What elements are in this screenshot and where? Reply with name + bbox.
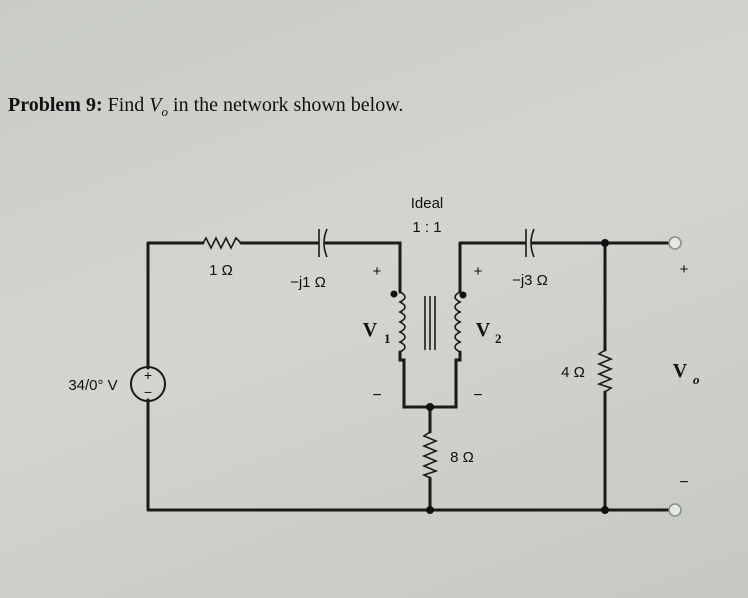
- capacitor-j1: [318, 228, 328, 258]
- wires: [146, 241, 670, 512]
- v2-sub: 2: [495, 331, 502, 346]
- v1-label: V: [363, 319, 378, 341]
- c2-label: −j3 Ω: [512, 272, 548, 289]
- ideal-transformer: [390, 290, 467, 353]
- problem-statement: Problem 9: Find Vo in the network shown …: [8, 94, 403, 120]
- resistor-8ohm: [421, 431, 439, 479]
- problem-var: V: [149, 94, 162, 116]
- source-minus: −: [144, 384, 152, 400]
- dot-primary: [390, 290, 398, 298]
- problem-number: Problem 9:: [8, 94, 103, 116]
- terminal-bottom: [668, 503, 682, 517]
- r8-label: 8 Ω: [450, 449, 474, 466]
- v2-plus: +: [474, 263, 483, 280]
- source-label: 34/0° V: [68, 377, 117, 394]
- vo-minus: −: [679, 474, 688, 491]
- junction-bottom-right: [601, 506, 609, 514]
- problem-text-after: in the network shown below.: [168, 94, 404, 116]
- capacitor-j3: [525, 228, 535, 258]
- v1-sub: 1: [384, 331, 391, 346]
- r4-label: 4 Ω: [561, 364, 585, 381]
- junction-bottom-center: [426, 506, 434, 514]
- transformer-label: Ideal: [411, 195, 444, 212]
- problem-var-sub: o: [161, 104, 169, 119]
- v2-minus: −: [473, 387, 482, 404]
- vo-sub: o: [693, 372, 700, 387]
- junction-top-right: [601, 239, 609, 247]
- source-plus: +: [144, 367, 152, 383]
- dot-secondary: [459, 291, 467, 299]
- v2-label: V: [476, 319, 491, 341]
- turns-ratio: 1 : 1: [412, 219, 441, 236]
- resistor-1ohm: [202, 236, 242, 250]
- c1-label: −j1 Ω: [290, 274, 326, 291]
- vo-label: V: [673, 360, 688, 382]
- terminal-top: [668, 236, 682, 250]
- v1-plus: +: [373, 263, 382, 280]
- voltage-source: + −: [130, 366, 166, 402]
- resistor-4ohm: [596, 349, 614, 393]
- r1-label: 1 Ω: [209, 262, 233, 279]
- junction-center: [426, 403, 434, 411]
- vo-plus: +: [680, 261, 689, 278]
- v1-minus: −: [372, 387, 381, 404]
- problem-text-before: Find: [102, 94, 150, 116]
